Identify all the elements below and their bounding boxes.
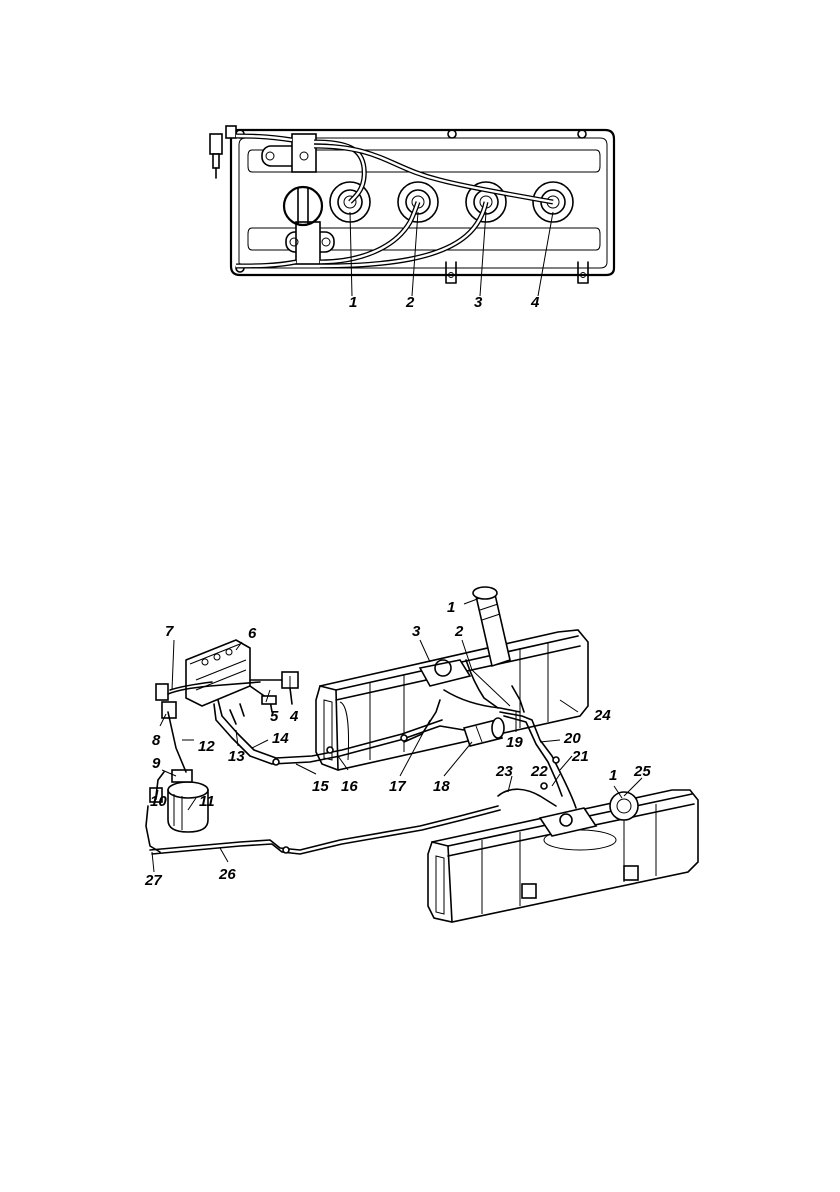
callout-14: 14 [272, 730, 289, 747]
callout-3: 3 [412, 623, 421, 640]
callout-1-lower: 1 [609, 767, 617, 784]
callout-24: 24 [593, 707, 611, 724]
callout-17: 17 [389, 778, 406, 795]
callout-4: 4 [289, 708, 299, 725]
callout-6: 6 [248, 625, 257, 642]
injection-pump [186, 640, 298, 712]
callout-20: 20 [563, 730, 581, 747]
callout-15: 15 [312, 778, 329, 795]
callout-8: 8 [152, 732, 161, 749]
callout-23: 23 [495, 763, 513, 780]
callout-26: 26 [218, 866, 236, 883]
callout-10: 10 [150, 793, 167, 810]
callout-12: 12 [198, 738, 215, 755]
callout-9: 9 [152, 755, 161, 772]
callout-16: 16 [341, 778, 358, 795]
callout-19: 19 [506, 734, 523, 751]
callout-13: 13 [228, 748, 245, 765]
callout-21: 21 [571, 748, 589, 765]
callout-27: 27 [144, 872, 162, 889]
callout-2: 2 [454, 623, 464, 640]
callout-7: 7 [165, 623, 174, 640]
callout-5: 5 [270, 708, 279, 725]
callout-1: 1 [447, 599, 455, 616]
callout-25: 25 [633, 763, 651, 780]
callout-11: 11 [199, 793, 215, 810]
callout-18: 18 [433, 778, 450, 795]
callout-22: 22 [530, 763, 548, 780]
additional-fuel-tank [428, 790, 698, 922]
